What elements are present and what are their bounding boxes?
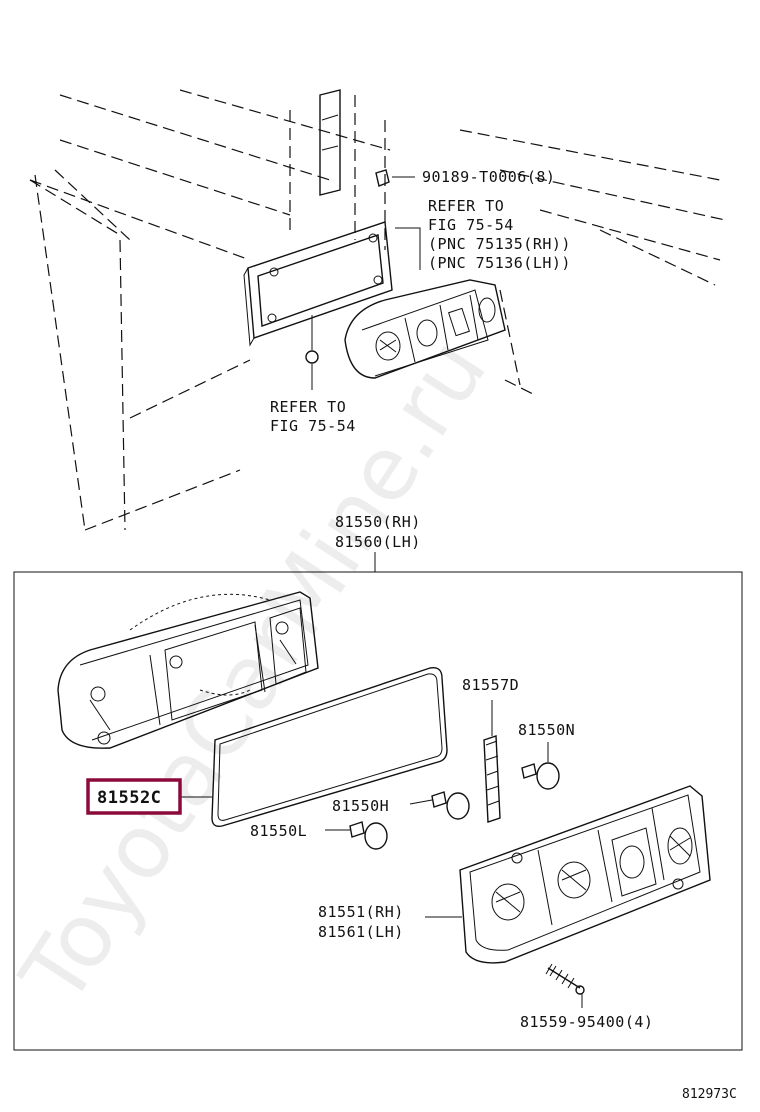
leader-refer-upper: [395, 227, 421, 270]
label-bulb-l-part-number: 81550L: [250, 822, 307, 840]
label-refer-upper-2: FIG 75-54: [428, 216, 514, 234]
bulb-81550l: [325, 821, 388, 850]
label-lens-lh: 81561(LH): [318, 923, 404, 941]
assembly-frame: [13, 571, 743, 1051]
gasket-seal: [211, 667, 448, 828]
label-refer-upper-1: REFER TO: [428, 197, 504, 215]
figure-code: 812973C: [682, 1087, 737, 1102]
label-bulb-h-part-number: 81550H: [332, 797, 389, 815]
label-refer-lower-2: FIG 75-54: [270, 417, 356, 435]
label-reflector-part-number: 81557D: [462, 676, 519, 694]
label-refer-upper-3: (PNC 75135(RH)): [428, 235, 571, 253]
bulb-81550h: [409, 791, 470, 820]
bolt-fastener: [375, 169, 415, 187]
bulb-81550n: [521, 742, 560, 790]
upper-mounting-bracket: [243, 221, 393, 347]
label-lens-rh: 81551(RH): [318, 903, 404, 921]
label-gasket-part-number[interactable]: 81552C: [97, 788, 161, 808]
label-bulb-n-part-number: 81550N: [518, 721, 575, 739]
label-refer-lower-1: REFER TO: [270, 398, 346, 416]
label-assembly-rh: 81550(RH): [335, 513, 421, 531]
label-assembly-lh: 81560(LH): [335, 533, 421, 551]
gasket-highlight-box[interactable]: [86, 778, 182, 815]
screw-fastener: [545, 963, 585, 1008]
lamp-lens: [459, 785, 711, 964]
vehicle-body-outline: [29, 89, 726, 531]
reflector-strip: [483, 700, 501, 823]
lamp-housing: [57, 591, 319, 749]
nut-fastener: [305, 315, 319, 390]
label-screw-part-number: 81559-95400(4): [520, 1013, 653, 1031]
upper-lamp-assembly: [344, 279, 506, 379]
label-refer-upper-4: (PNC 75136(LH)): [428, 254, 571, 272]
label-bolt-part-number: 90189-T0006(8): [422, 168, 555, 186]
